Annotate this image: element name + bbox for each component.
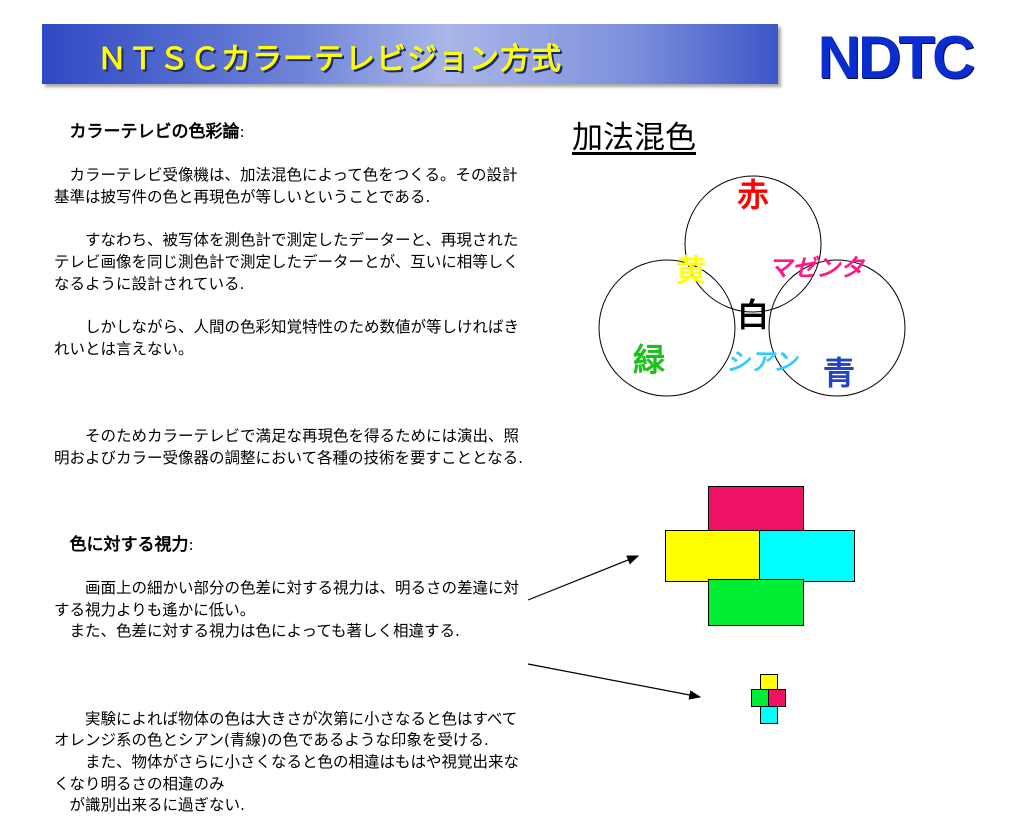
section1-paragraph: すなわち、被写体を測色計で測定したデーターと、再現されたテレビ画像を同じ測色計で… — [54, 231, 519, 293]
title-bar: ＮＴＳＣカラーテレビジョン方式 — [42, 24, 778, 84]
large-magenta-block — [708, 486, 804, 533]
venn-label-white: 白 — [737, 296, 770, 334]
arrow-to-large-blocks — [527, 555, 640, 601]
text-column: カラーテレビの色彩論: カラーテレビ受像機は、加法混色によって色をつくる。その設… — [54, 100, 526, 839]
section1-paragraph: そのためカラーテレビで満足な再現色を得るためには演出、照明およびカラー受像器の調… — [54, 426, 523, 467]
section2-paragraph: 画面上の細かい部分の色差に対する視力は、明るさの差違に対する視力よりも遙かに低い… — [54, 579, 520, 641]
section1-heading-line: カラーテレビの色彩論: — [54, 122, 526, 144]
additive-color-venn — [598, 175, 906, 397]
small-cyan-block — [760, 706, 778, 724]
venn-title: 加法混色 — [572, 120, 696, 156]
large-cyan-block — [759, 530, 855, 582]
small-green-block — [751, 689, 769, 707]
page-title: ＮＴＳＣカラーテレビジョン方式 — [97, 42, 562, 77]
venn-label-green: 緑 — [633, 341, 666, 379]
section1-paragraph: カラーテレビ受像機は、加法混色によって色をつくる。その設計基準は披写件の色と再現… — [54, 166, 518, 206]
blue-circle — [768, 259, 906, 397]
arrow-to-small-blocks — [527, 663, 702, 700]
venn-label-red: 赤 — [737, 176, 770, 214]
venn-label-magenta: マゼンタ — [768, 254, 864, 282]
section2-heading: 色に対する視力 — [69, 534, 189, 555]
venn-label-cyan: シアン — [726, 348, 798, 376]
ndtc-logo: NDTC — [817, 24, 976, 91]
section2-paragraph: 実験によれば物体の色は大きさが次第に小さなると色はすべてオレンジ系の色とシアン(… — [54, 709, 520, 815]
section2-heading-line: 色に対する視力: — [54, 535, 526, 557]
small-yellow-block — [760, 674, 778, 690]
section1-heading: カラーテレビの色彩論 — [69, 121, 240, 142]
small-magenta-block — [768, 689, 786, 707]
paragraph-gap — [54, 491, 526, 513]
paragraph-gap — [54, 665, 526, 687]
venn-label-yellow: 黄 — [676, 254, 706, 289]
section1-heading-colon: : — [239, 122, 245, 141]
paragraph-gap — [54, 382, 526, 404]
large-green-block — [708, 579, 804, 626]
green-circle — [598, 259, 736, 397]
section1-paragraph: しかしながら、人間の色彩知覚特性のため数値が等しければきれいとは言えない。 — [54, 318, 520, 358]
red-circle — [684, 175, 822, 313]
venn-label-blue: 青 — [823, 354, 856, 392]
section2-heading-colon: : — [188, 535, 194, 554]
large-yellow-block — [665, 530, 761, 582]
